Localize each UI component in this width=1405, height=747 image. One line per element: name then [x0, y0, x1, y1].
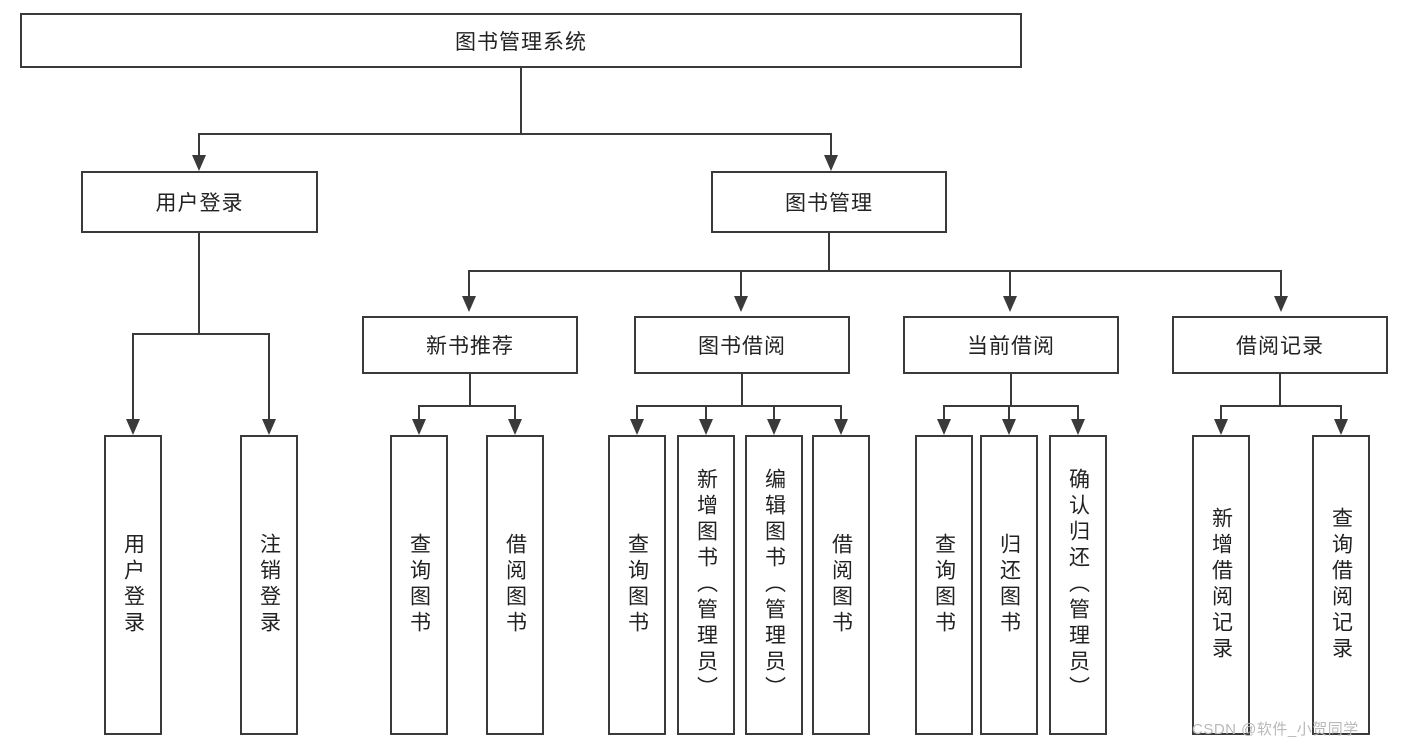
- leaf-bb-add-book[interactable]: 新增图书（管理员）: [677, 435, 735, 735]
- edge-user-login-drop-2: [268, 333, 270, 419]
- arrow-to-user-login: [192, 155, 206, 171]
- edge-level3-bus: [468, 270, 1282, 272]
- edge-user-login-stem: [198, 233, 200, 333]
- leaf-logout[interactable]: 注销登录: [240, 435, 298, 735]
- leaf-br-add-record[interactable]: 新增借阅记录: [1192, 435, 1250, 735]
- node-label: 编辑图书（管理员）: [762, 468, 786, 702]
- edge-bb-stem: [741, 374, 743, 405]
- node-label: 借阅记录: [1236, 335, 1324, 358]
- arrow-to-leaf-bb-borrow-book: [834, 419, 848, 435]
- edge-level3-drop-1: [468, 270, 470, 296]
- edge-cb-drop-2: [1008, 405, 1010, 419]
- node-book-borrow[interactable]: 图书借阅: [634, 316, 850, 374]
- edge-user-login-bus: [132, 333, 269, 335]
- node-label: 图书管理系统: [455, 30, 587, 54]
- arrow-to-leaf-br-add-record: [1214, 419, 1228, 435]
- leaf-user-login[interactable]: 用户登录: [104, 435, 162, 735]
- edge-cb-drop-3: [1077, 405, 1079, 419]
- edge-cb-bus: [943, 405, 1079, 407]
- leaf-bb-edit-book[interactable]: 编辑图书（管理员）: [745, 435, 803, 735]
- edge-bb-bus: [636, 405, 842, 407]
- node-label: 注销登录: [257, 533, 281, 637]
- edge-root-stem: [520, 68, 522, 133]
- node-label: 查询借阅记录: [1329, 507, 1353, 663]
- arrow-to-leaf-user-login: [126, 419, 140, 435]
- node-label: 图书借阅: [698, 335, 786, 358]
- edge-root-bus: [198, 133, 832, 135]
- edge-bb-drop-4: [840, 405, 842, 419]
- node-label: 当前借阅: [967, 335, 1055, 358]
- edge-br-bus: [1220, 405, 1342, 407]
- arrow-to-current-borrow: [1003, 296, 1017, 312]
- edge-br-drop-2: [1340, 405, 1342, 419]
- node-label: 借阅图书: [503, 533, 527, 637]
- node-borrow-records[interactable]: 借阅记录: [1172, 316, 1388, 374]
- leaf-cb-confirm-return[interactable]: 确认归还（管理员）: [1049, 435, 1107, 735]
- arrow-to-leaf-br-query-record: [1334, 419, 1348, 435]
- node-label: 查询图书: [625, 533, 649, 637]
- edge-nbr-drop-1: [418, 405, 420, 419]
- edge-bb-drop-1: [636, 405, 638, 419]
- edge-user-login-drop-1: [132, 333, 134, 419]
- node-label: 用户登录: [155, 192, 244, 215]
- edge-cb-stem: [1010, 374, 1012, 405]
- node-label: 新增图书（管理员）: [694, 468, 718, 702]
- node-label: 新书推荐: [426, 335, 514, 358]
- node-label: 用户登录: [121, 533, 145, 637]
- edge-level3-drop-4: [1280, 270, 1282, 296]
- arrow-to-borrow-records: [1274, 296, 1288, 312]
- arrow-to-leaf-cb-query-book: [937, 419, 951, 435]
- edge-br-stem: [1279, 374, 1281, 405]
- node-label: 新增借阅记录: [1209, 507, 1233, 663]
- arrow-to-leaf-logout: [262, 419, 276, 435]
- arrow-to-leaf-nbr-borrow-book: [508, 419, 522, 435]
- edge-cb-drop-1: [943, 405, 945, 419]
- edge-level3-drop-2: [740, 270, 742, 296]
- arrow-to-book-management: [824, 155, 838, 171]
- node-label: 图书管理: [785, 192, 873, 215]
- node-label: 归还图书: [997, 533, 1021, 637]
- node-book-management[interactable]: 图书管理: [711, 171, 947, 233]
- leaf-nbr-borrow-book[interactable]: 借阅图书: [486, 435, 544, 735]
- edge-br-drop-1: [1220, 405, 1222, 419]
- edge-book-management-stem: [828, 233, 830, 270]
- leaf-bb-borrow-book[interactable]: 借阅图书: [812, 435, 870, 735]
- arrow-to-leaf-nbr-query-book: [412, 419, 426, 435]
- node-current-borrow[interactable]: 当前借阅: [903, 316, 1119, 374]
- edge-nbr-bus: [418, 405, 516, 407]
- arrow-to-new-book-recommend: [462, 296, 476, 312]
- edge-bb-drop-2: [705, 405, 707, 419]
- edge-bb-drop-3: [773, 405, 775, 419]
- node-label: 查询图书: [407, 533, 431, 637]
- node-user-login[interactable]: 用户登录: [81, 171, 318, 233]
- arrow-to-leaf-cb-confirm-return: [1071, 419, 1085, 435]
- leaf-nbr-query-book[interactable]: 查询图书: [390, 435, 448, 735]
- edge-nbr-drop-2: [514, 405, 516, 419]
- node-label: 借阅图书: [829, 533, 853, 637]
- node-new-book-recommend[interactable]: 新书推荐: [362, 316, 578, 374]
- watermark-text: CSDN @软件_小贺同学: [1192, 721, 1359, 738]
- node-label: 确认归还（管理员）: [1066, 468, 1090, 702]
- arrow-to-book-borrow: [734, 296, 748, 312]
- leaf-cb-query-book[interactable]: 查询图书: [915, 435, 973, 735]
- edge-nbr-stem: [469, 374, 471, 405]
- arrow-to-leaf-cb-return-book: [1002, 419, 1016, 435]
- edge-root-drop-left: [198, 133, 200, 155]
- arrow-to-leaf-bb-edit-book: [767, 419, 781, 435]
- leaf-bb-query-book[interactable]: 查询图书: [608, 435, 666, 735]
- edge-level3-drop-3: [1009, 270, 1011, 296]
- node-label: 查询图书: [932, 533, 956, 637]
- leaf-br-query-record[interactable]: 查询借阅记录: [1312, 435, 1370, 735]
- arrow-to-leaf-bb-query-book: [630, 419, 644, 435]
- arrow-to-leaf-bb-add-book: [699, 419, 713, 435]
- node-root-book-management-system[interactable]: 图书管理系统: [20, 13, 1022, 68]
- edge-root-drop-right: [830, 133, 832, 155]
- leaf-cb-return-book[interactable]: 归还图书: [980, 435, 1038, 735]
